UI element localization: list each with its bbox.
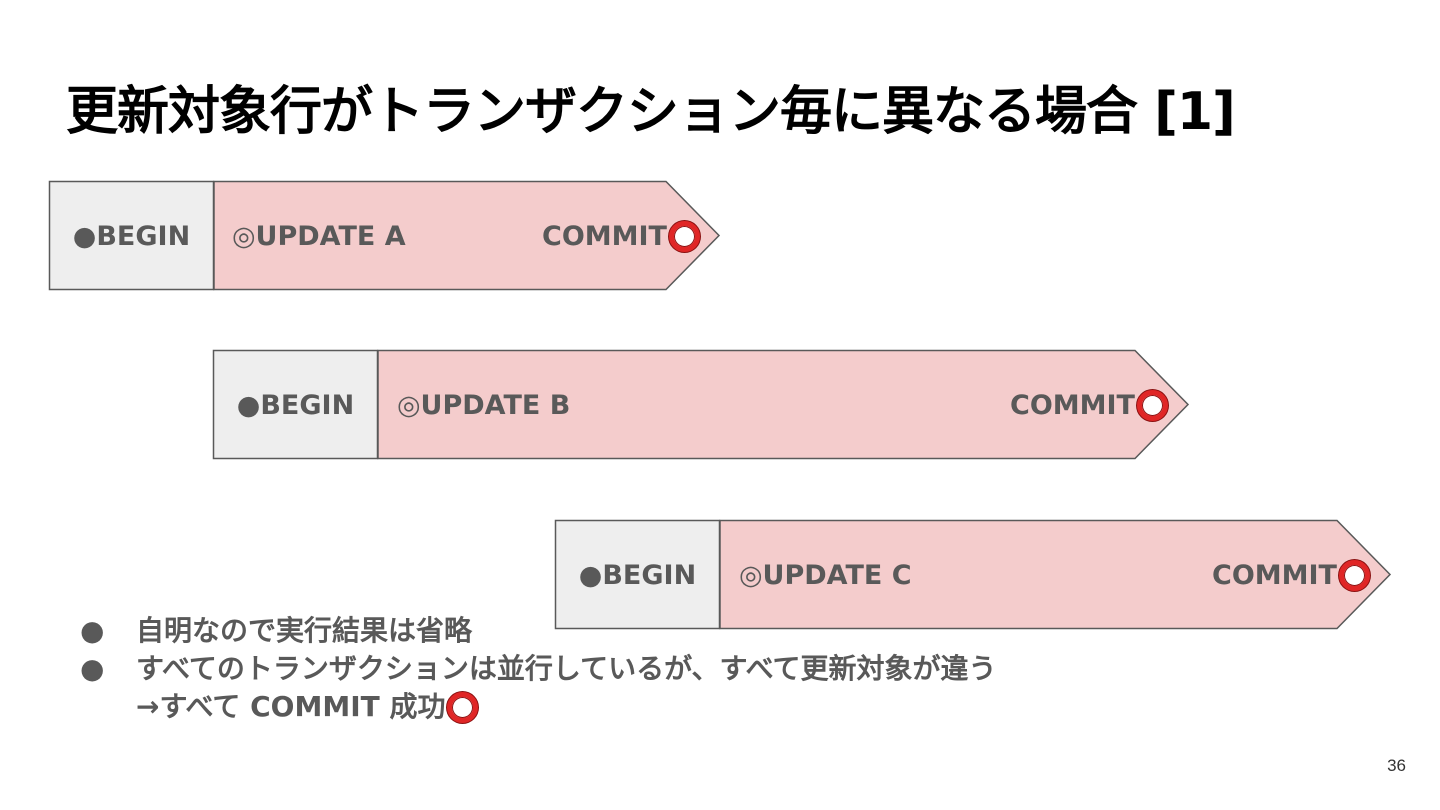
bullet-list: ● 自明なので実行結果は省略 ● すべてのトランザクションは並行しているが、すべ… [80,612,996,726]
update-arrow [213,180,721,291]
bullet-text: 自明なので実行結果は省略 [136,614,473,647]
red-circle-icon [1338,559,1370,591]
transaction-lane-b: ●BEGIN ◎UPDATE B COMMIT [212,349,1191,460]
commit-label-group: COMMIT [1212,520,1370,630]
list-item: ● すべてのトランザクションは並行しているが、すべて更新対象が違う [80,650,996,688]
bullet-continuation: →すべて COMMIT 成功 [80,688,996,726]
begin-label: ●BEGIN [72,220,191,252]
update-arrow [719,519,1392,630]
begin-label: ●BEGIN [236,389,355,421]
commit-label: COMMIT [542,220,667,252]
page-number: 36 [1387,756,1406,775]
bullet-marker: ● [80,614,105,647]
update-label: ◎UPDATE C [739,559,912,591]
commit-label: COMMIT [1212,559,1337,591]
red-circle-icon [1136,389,1168,421]
update-label: ◎UPDATE B [397,389,571,421]
begin-block [212,349,379,460]
slide-title: 更新対象行がトランザクション毎に異なる場合 [1] [66,82,1236,142]
bullet-text: すべてのトランザクションは並行しているが、すべて更新対象が違う [136,652,997,685]
commit-label-group: COMMIT [1010,350,1168,460]
transaction-shape-a [48,180,721,291]
transaction-lane-a: ●BEGIN ◎UPDATE A COMMIT [48,180,721,291]
commit-label: COMMIT [1010,389,1135,421]
list-item: ● 自明なので実行結果は省略 [80,612,996,650]
begin-block [48,180,215,291]
transaction-shape-c [554,519,1392,630]
red-circle-icon [668,220,700,252]
continuation-text: →すべて COMMIT 成功 [136,690,446,723]
begin-label: ●BEGIN [578,559,697,591]
bullet-marker: ● [80,652,105,685]
update-arrow [377,349,1190,460]
red-circle-icon [447,691,479,723]
commit-label-group: COMMIT [542,181,700,291]
update-label: ◎UPDATE A [232,220,406,252]
transaction-lane-c: ●BEGIN ◎UPDATE C COMMIT [554,519,1393,630]
transaction-shape-b [212,349,1190,460]
